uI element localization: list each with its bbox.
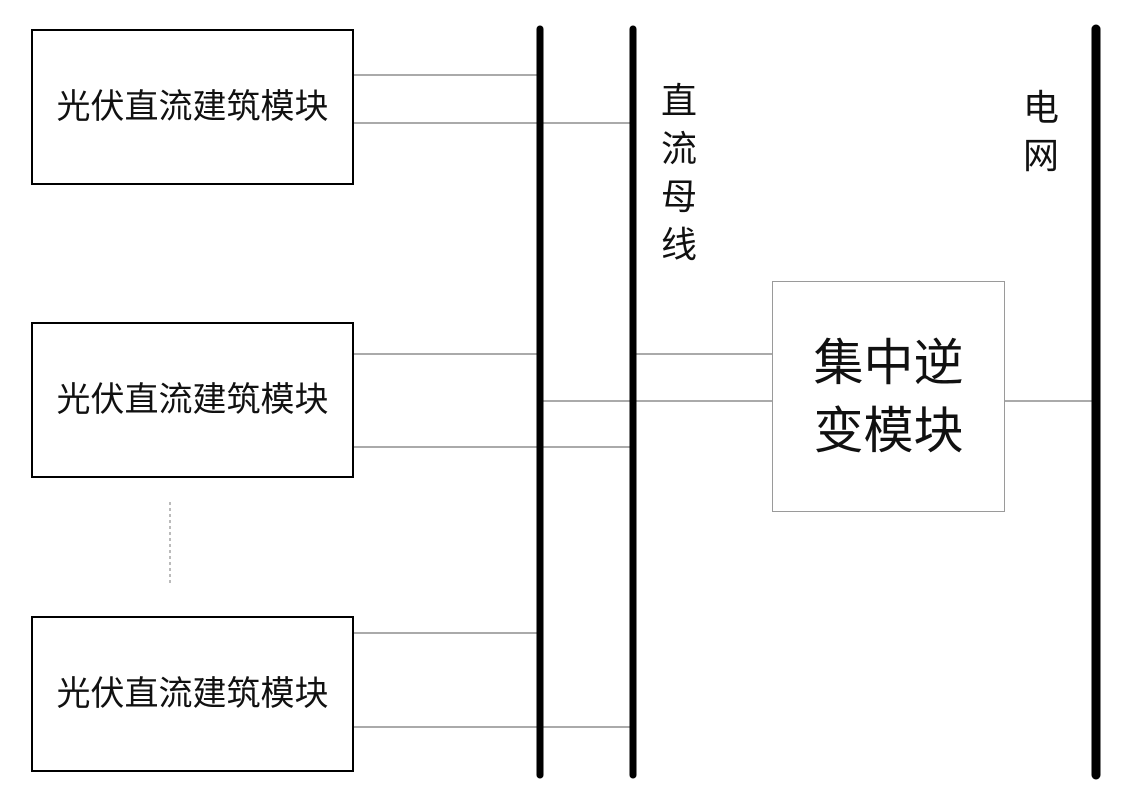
pv-dc-building-module-1: 光伏直流建筑模块 (31, 29, 354, 185)
pv-dc-building-module-3: 光伏直流建筑模块 (31, 616, 354, 772)
inverter-label: 集中逆变模块 (813, 333, 964, 460)
dc-bus-label: 直流母线 (660, 81, 697, 266)
module-label: 光伏直流建筑模块 (56, 380, 329, 420)
module-label: 光伏直流建筑模块 (56, 674, 329, 714)
grid-label: 电网 (1022, 88, 1059, 177)
module-label: 光伏直流建筑模块 (56, 87, 329, 127)
pv-dc-building-module-2: 光伏直流建筑模块 (31, 322, 354, 478)
central-inverter-module: 集中逆变模块 (772, 281, 1005, 512)
